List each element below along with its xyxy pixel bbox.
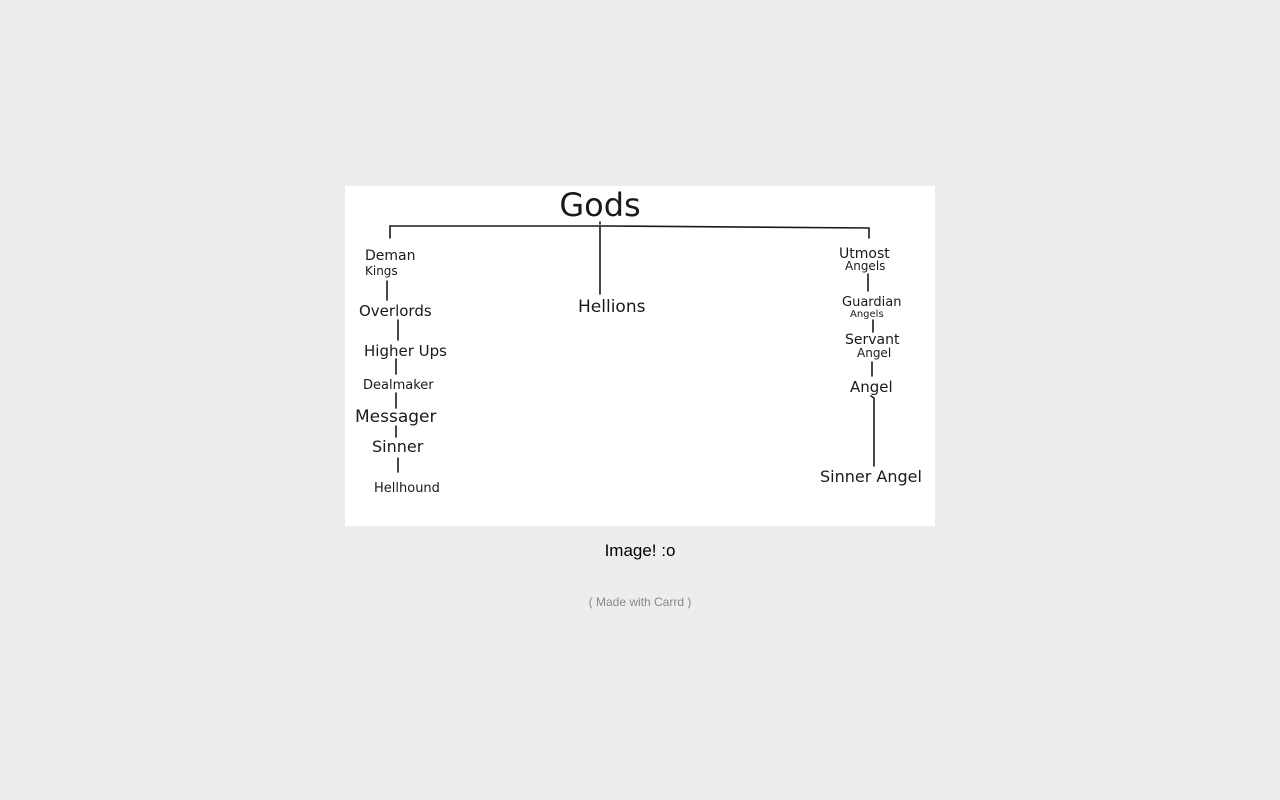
left-node-1b: Kings xyxy=(365,264,398,278)
left-node: Sinner xyxy=(372,437,424,456)
right-node: Angel xyxy=(850,378,893,396)
right-node-1b: Angels xyxy=(845,259,885,273)
right-node-2a: Guardian xyxy=(842,295,901,310)
left-node: Overlords xyxy=(359,302,432,320)
connector-line xyxy=(870,395,875,467)
left-node: Higher Ups xyxy=(364,342,447,360)
made-with-credit: ( Made with Carrd ) xyxy=(0,595,1280,609)
right-node-3b: Angel xyxy=(857,346,891,360)
hierarchy-drawing: Gods Deman Kings Overlords Higher Ups De… xyxy=(355,186,922,496)
root-node: Gods xyxy=(559,186,640,224)
hierarchy-image: Gods Deman Kings Overlords Higher Ups De… xyxy=(345,186,935,526)
carrd-link[interactable]: Made with Carrd xyxy=(595,595,685,609)
left-node: Dealmaker xyxy=(363,378,434,393)
right-node-2b: Angels xyxy=(850,309,884,320)
left-node-1a: Deman xyxy=(365,248,415,264)
right-node-1a: Utmost xyxy=(839,246,890,262)
right-node-3a: Servant xyxy=(845,332,900,348)
left-node: Messager xyxy=(355,407,437,427)
center-node: Hellions xyxy=(578,297,646,317)
image-caption: Image! :o xyxy=(604,541,676,560)
right-node: Sinner Angel xyxy=(820,467,922,486)
credit-close-paren: ) xyxy=(684,595,692,609)
credit-open-paren: ( xyxy=(588,595,596,609)
left-node: Hellhound xyxy=(374,481,440,496)
connector-line xyxy=(389,225,870,239)
